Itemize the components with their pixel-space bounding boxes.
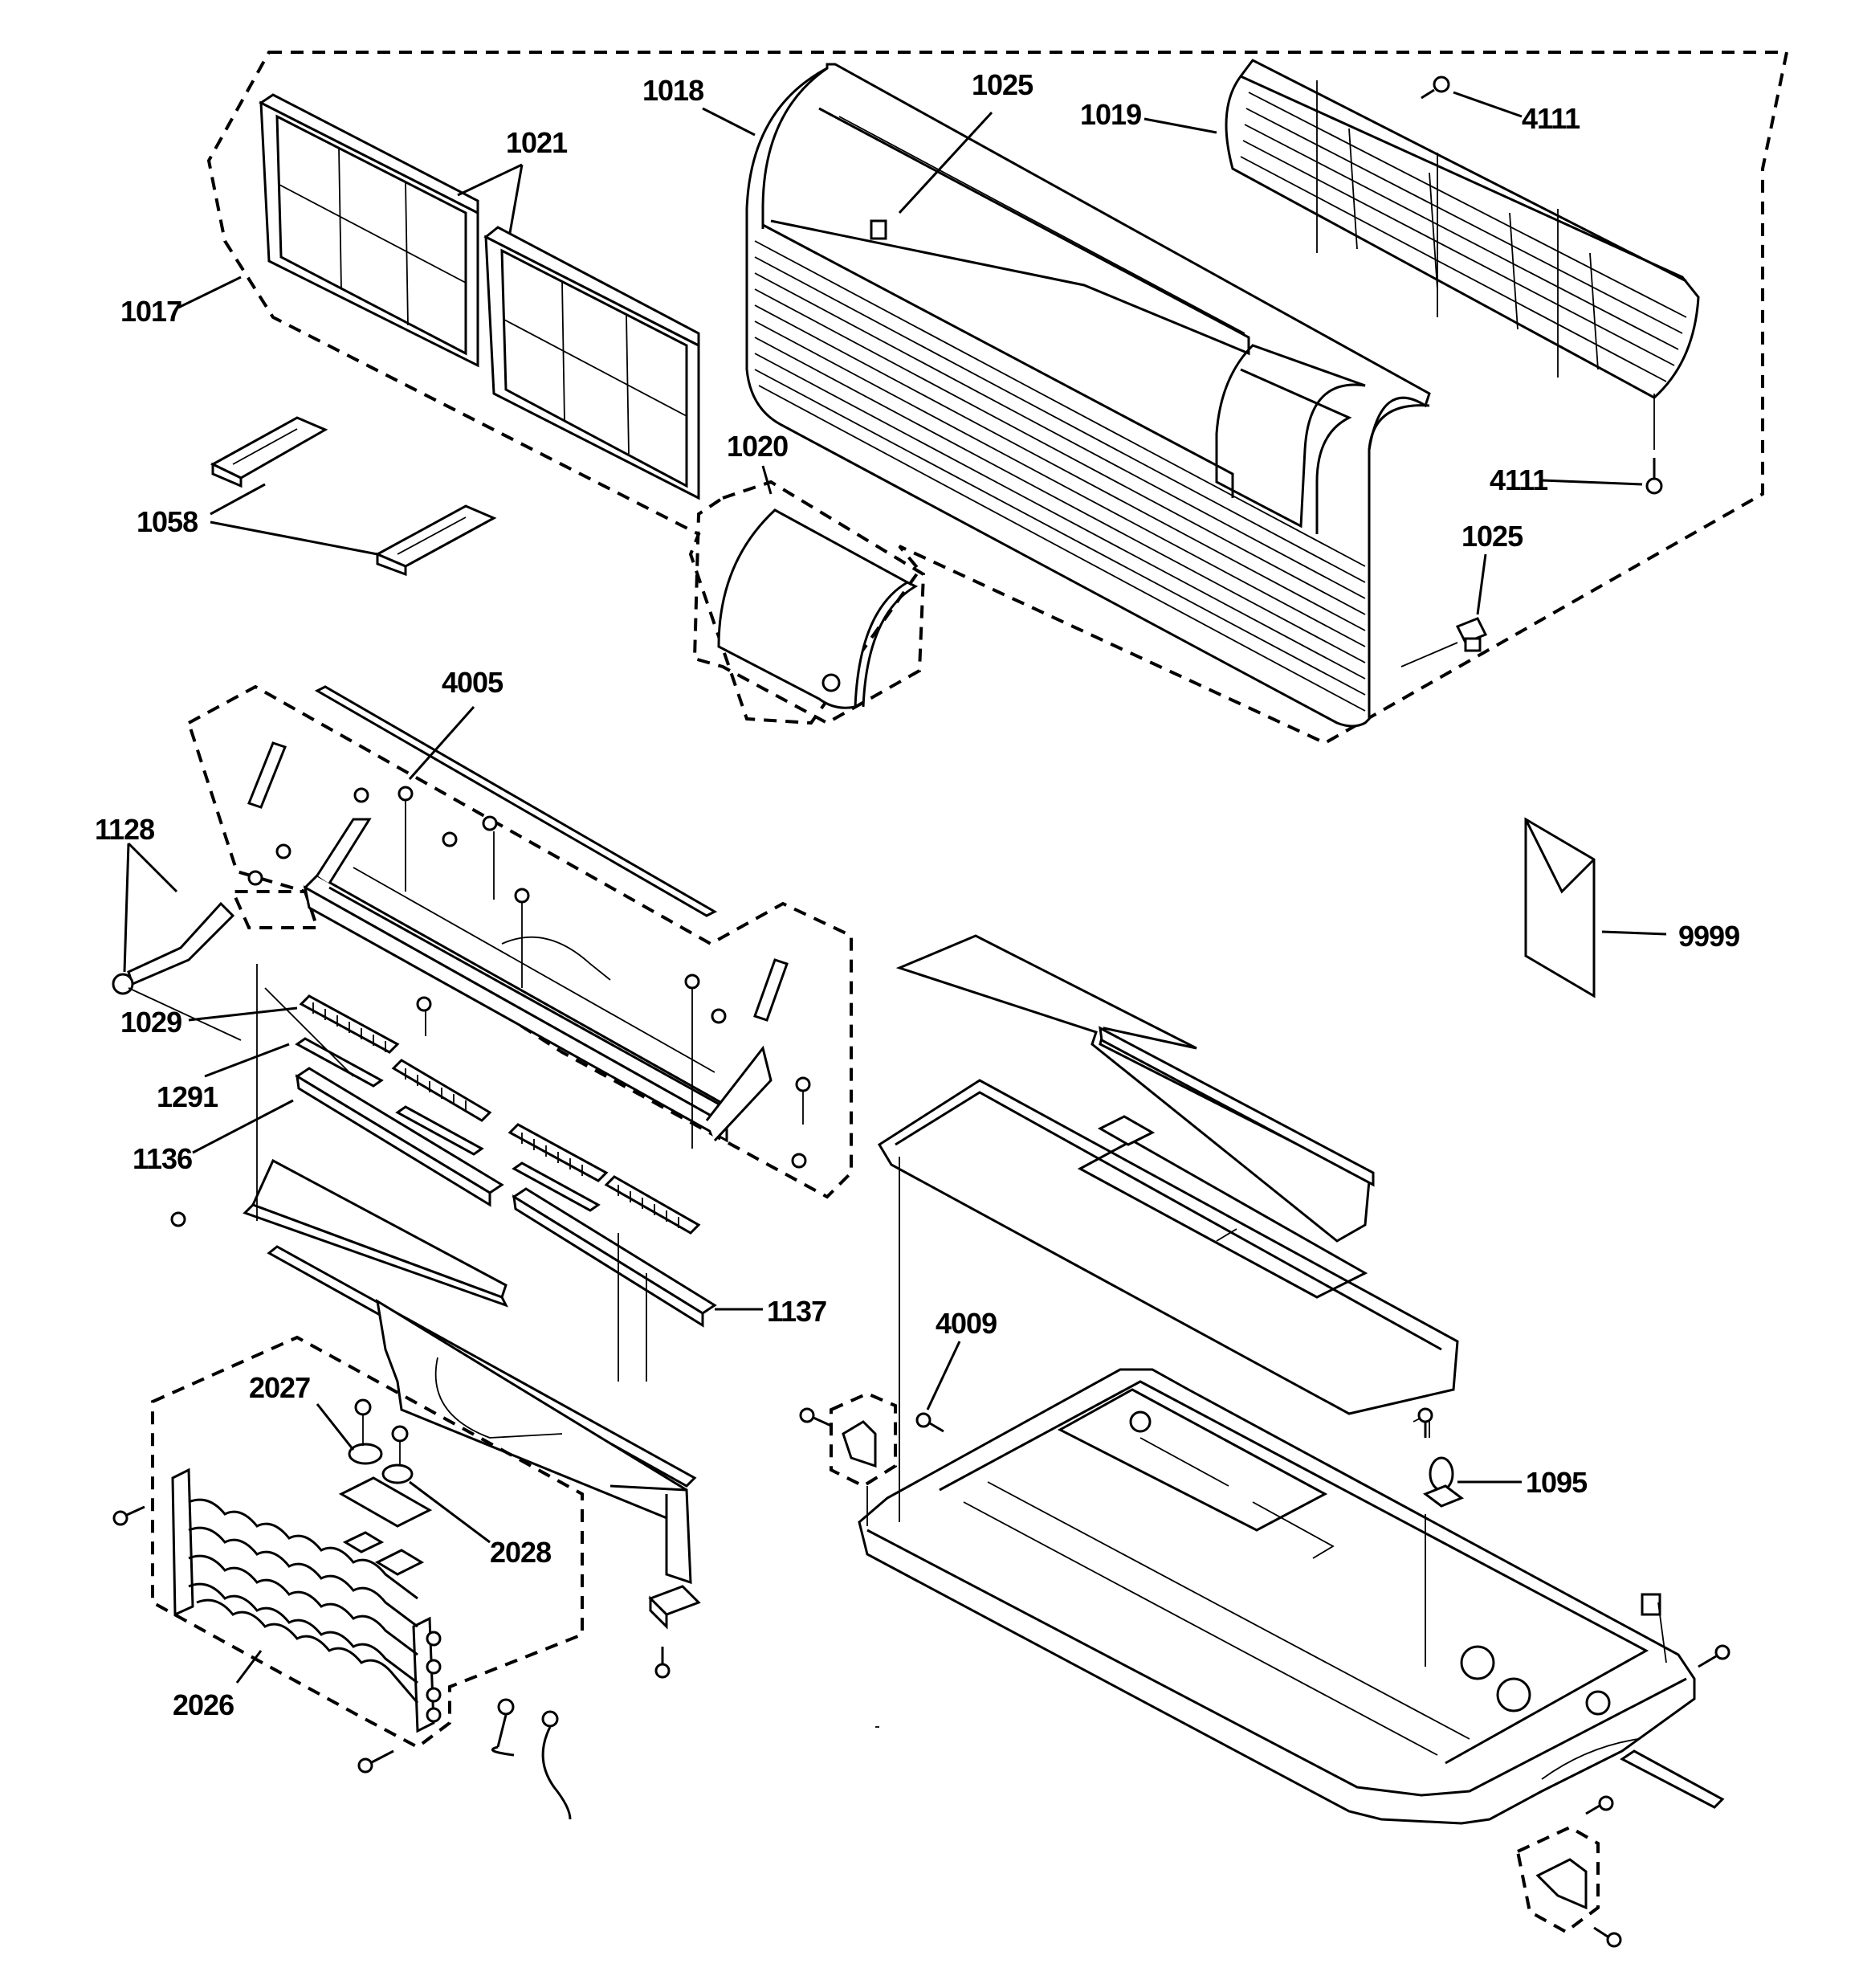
- leader-1017: [177, 276, 242, 309]
- bracket-right: [1515, 1825, 1600, 1934]
- thermal-fuse-block: [648, 1585, 701, 1630]
- leader-2027: [316, 1403, 355, 1451]
- leader-1058: [210, 483, 378, 556]
- label-1128: 1128: [95, 813, 154, 846]
- top-assembly-group: [177, 51, 1789, 745]
- label-1018: 1018: [642, 74, 703, 107]
- leader-4009: [926, 1341, 961, 1410]
- terminal-block-1029-mid: [391, 1059, 492, 1122]
- insulator-1291-c: [512, 1161, 601, 1212]
- leader-1291: [204, 1043, 290, 1078]
- label-1137: 1137: [767, 1295, 826, 1328]
- channel-1137: [512, 1187, 717, 1315]
- label-4005: 4005: [442, 666, 503, 699]
- clip-1025-lower: [1455, 617, 1488, 652]
- leader-1025b: [1476, 553, 1487, 615]
- leader-1025b-phantom: [1400, 642, 1458, 667]
- leader-1019: [1143, 117, 1217, 134]
- screw-4111-upper: [1421, 76, 1450, 100]
- control-bracket-group: [112, 684, 853, 1585]
- label-4009: 4009: [936, 1307, 997, 1340]
- heater-group: [112, 1335, 701, 1820]
- leader-1025a: [898, 111, 993, 214]
- label-1019: 1019: [1080, 98, 1141, 131]
- filter-bracket-upper: [210, 416, 328, 488]
- top-group-dashed-boundary: [206, 51, 1789, 745]
- air-filter-right: [483, 226, 700, 500]
- channel-1136-side: [296, 1074, 491, 1207]
- strip-left: [247, 741, 287, 809]
- label-4111-lower: 4111: [1490, 463, 1548, 496]
- terminal-block-1029-right-a: [508, 1123, 609, 1182]
- channel-1136: [295, 1067, 504, 1194]
- label-1136: 1136: [132, 1142, 192, 1175]
- label-9999: 9999: [1678, 920, 1739, 953]
- base-pan-group: [799, 934, 1731, 1948]
- limit-switch-2028: [381, 1425, 414, 1484]
- leader-1136: [192, 1099, 294, 1154]
- leader-1128: [123, 842, 178, 973]
- label-2026: 2026: [173, 1688, 234, 1721]
- heater-mount-plate: [267, 1245, 697, 1585]
- assembly-phantom-lines: [128, 964, 647, 1382]
- leader-2028: [409, 1480, 491, 1544]
- base-pan: [858, 1368, 1696, 1825]
- leader-4111a: [1453, 91, 1523, 118]
- label-1058: 1058: [137, 505, 198, 538]
- switch-clip-b: [374, 1549, 425, 1576]
- base-phantom-lines: [866, 1157, 1667, 1663]
- filter-bracket-lower: [374, 504, 497, 577]
- switch-mount-plate: [338, 1476, 433, 1528]
- access-door-inner-boundary: [692, 480, 926, 725]
- drain-pan: [877, 1079, 1459, 1415]
- rod: [314, 685, 718, 917]
- screws-group: [170, 786, 811, 1227]
- leader-4005: [408, 706, 475, 780]
- label-2028: 2028: [490, 1536, 551, 1569]
- air-filter-left: [259, 93, 479, 368]
- leader-1020: [761, 465, 773, 495]
- label-1020: 1020: [727, 430, 788, 463]
- leader-1018: [702, 107, 756, 137]
- label-1017: 1017: [120, 295, 181, 328]
- drain-hose: [112, 901, 235, 995]
- access-door: [717, 508, 919, 709]
- label-4111-upper: 4111: [1522, 102, 1580, 135]
- ground-wire: [491, 1698, 572, 1820]
- front-cover: [745, 63, 1431, 728]
- label-1021: 1021: [506, 126, 568, 159]
- label-1095: 1095: [1526, 1466, 1588, 1499]
- limit-switch-2027: [348, 1398, 383, 1465]
- terminal-block-1029-right-b: [604, 1175, 701, 1235]
- support-plate: [243, 1158, 509, 1308]
- label-1025-lower: 1025: [1461, 520, 1523, 553]
- leader-1029: [188, 1006, 298, 1022]
- bracket-left: [830, 1391, 897, 1488]
- switch-clip-a: [342, 1531, 385, 1553]
- strip-right: [753, 958, 789, 1022]
- insulator-1291-b: [395, 1105, 484, 1156]
- literature-envelope: [1524, 817, 1667, 998]
- leader-9999: [1601, 930, 1667, 936]
- channel-1137-side: [512, 1194, 704, 1328]
- leader-4111b: [1541, 479, 1643, 486]
- callout-labels: 1017 1021 1058 1018 1025 1019 4111 4111 …: [95, 68, 1740, 1721]
- label-2027: 2027: [249, 1371, 310, 1404]
- terminal-bracket: [303, 818, 773, 1143]
- label-1291: 1291: [157, 1080, 218, 1113]
- base-pan-screws: [799, 1407, 1731, 1948]
- leader-1021: [457, 163, 524, 234]
- rail: [1620, 1749, 1725, 1809]
- leader-2026: [235, 1650, 263, 1684]
- label-1025-upper: 1025: [972, 68, 1033, 101]
- control-group-dashed-boundary: [186, 684, 853, 1199]
- screw-4111-lower: [1645, 394, 1663, 495]
- heater-screws: [112, 1505, 671, 1774]
- terminal-block-1029-left: [299, 994, 400, 1054]
- label-1029: 1029: [120, 1006, 181, 1039]
- heater-element: [171, 1468, 442, 1733]
